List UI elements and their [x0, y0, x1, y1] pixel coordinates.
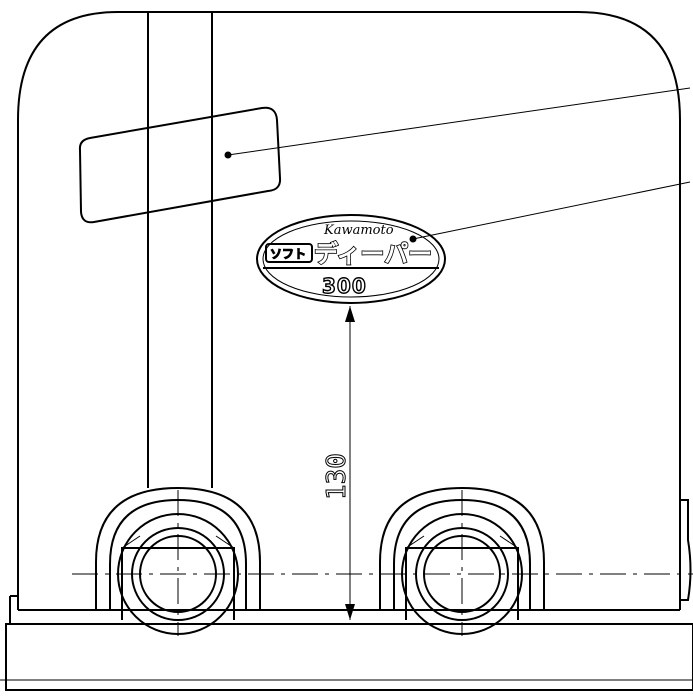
dimension-arrow-top	[345, 306, 355, 322]
pump-base-plate	[5, 623, 693, 691]
nameplate-model-text: 300	[322, 274, 367, 298]
nameplate-leader-line	[412, 181, 691, 240]
dimension-value-text: 130	[322, 453, 352, 500]
dimension-arrow-bottom	[345, 604, 355, 620]
label-plate	[78, 106, 282, 224]
nameplate-prefix-text: ソフト	[270, 247, 306, 261]
nameplate-product-text: ディーパー	[314, 240, 432, 268]
pump-housing-outline	[17, 11, 681, 610]
left-port	[95, 486, 261, 636]
right-port	[379, 486, 545, 636]
label-plate-leader-line	[227, 87, 691, 156]
nameplate-script-text: Kawamoto	[323, 223, 394, 238]
nameplate-emblem: Kawamoto ソフト ディーパー 300	[256, 214, 446, 304]
right-side-bracket	[680, 499, 692, 601]
